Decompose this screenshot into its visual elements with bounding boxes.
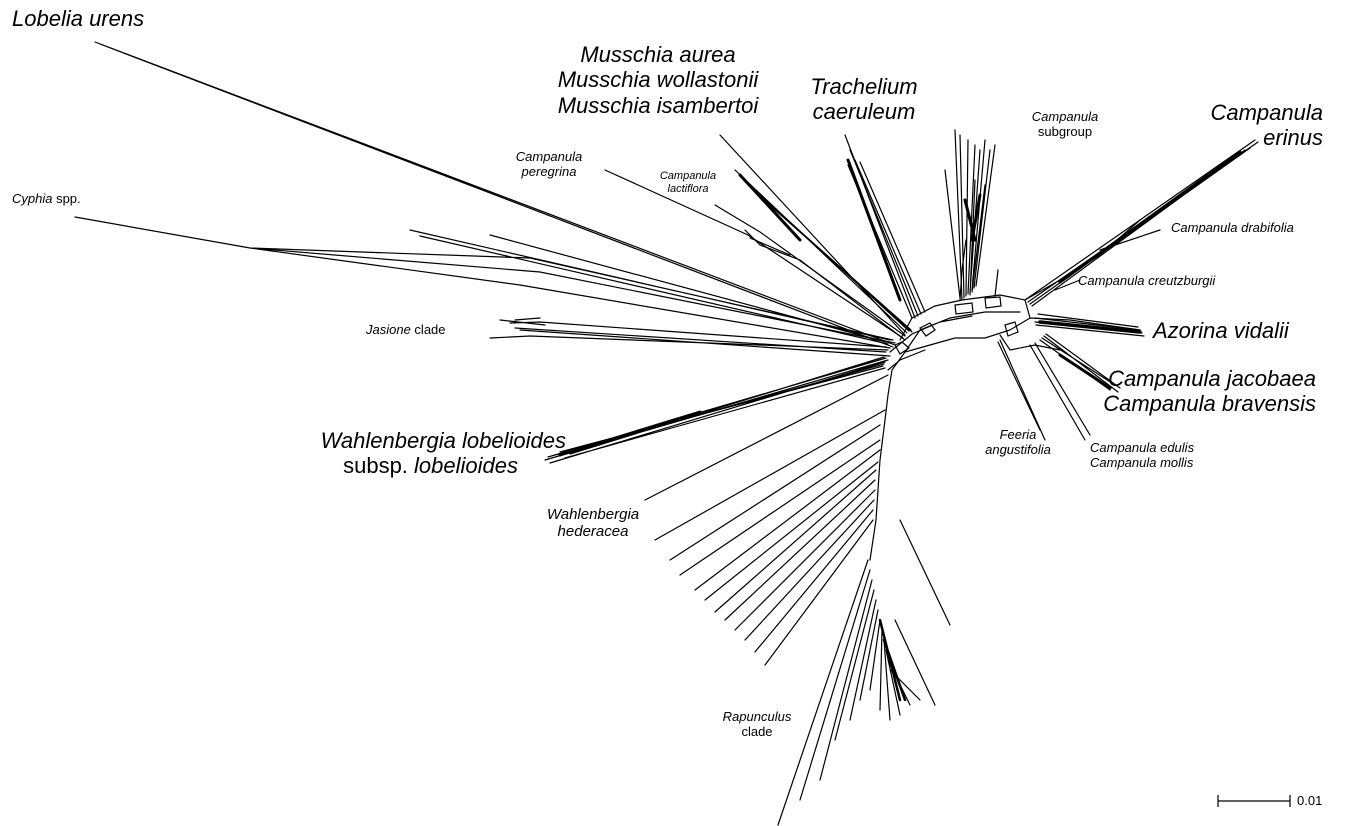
label-wahlenbergia-lobelioides: Wahlenbergia lobelioides subsp. lobelioi… [280, 428, 566, 479]
branch-rapunculus [777, 519, 951, 826]
label-trachelium-genus: Trachelium [810, 74, 918, 99]
branch-campanula-edulis [1029, 342, 1091, 441]
lower-fan [654, 409, 886, 666]
branch-lobelia [94, 41, 896, 348]
label-trachelium-species: caeruleum [812, 99, 916, 125]
label-campanula-peregrina: Campanula peregrina [497, 149, 601, 180]
label-musschia-aurea: Musschia aurea [580, 42, 736, 67]
label-campanula-subgroup: Campanula subgroup [1015, 109, 1115, 140]
label-campanula-creutzburgii: Campanula creutzburgii [1078, 273, 1216, 288]
label-azorina-vidalii: Azorina vidalii [1153, 318, 1289, 343]
branch-wahlenbergia-hederacea [644, 374, 889, 501]
label-campanula-subgroup-word: subgroup [1037, 123, 1093, 139]
label-wahlenbergia-hederacea-species: hederacea [557, 523, 629, 541]
label-subsp: subsp. [343, 453, 415, 479]
branch-campanula-lactiflora [714, 204, 906, 337]
label-campanula-peregrina-genus: Campanula [515, 149, 583, 164]
label-subsp-name: lobelioides [414, 453, 518, 479]
label-campanula-bravensis: Campanula bravensis [1103, 391, 1316, 417]
branch-feeria [997, 339, 1046, 441]
label-campanula-jacobaea: Campanula jacobaea [1108, 366, 1316, 391]
branch-cyphia [74, 216, 896, 349]
label-feeria-species: angustifolia [985, 441, 1051, 457]
label-campanula-erinus: Campanula erinus [1195, 100, 1323, 151]
branch-wahlenbergia-lobelioides [544, 356, 889, 464]
label-cyphia: Cyphia spp. [12, 191, 81, 207]
label-trachelium-caeruleum: Trachelium caeruleum [800, 74, 928, 125]
label-wahlenbergia-lobelioides-name: Wahlenbergia lobelioides [320, 428, 566, 453]
branch-jasione [489, 317, 891, 357]
label-cyphia-spp: spp. [52, 191, 81, 206]
scale-bar-label: 0.01 [1297, 793, 1323, 808]
label-jasione-word: clade [410, 322, 446, 337]
label-wahlenbergia-hederacea-genus: Wahlenbergia [546, 506, 640, 523]
label-campanula-erinus-genus: Campanula [1210, 100, 1323, 125]
label-rapunculus-genus: Rapunculus [722, 709, 792, 724]
label-campanula-peregrina-species: peregrina [521, 163, 577, 179]
label-campanula-mollis: Campanula mollis [1090, 454, 1194, 470]
branch-trachelium [844, 134, 926, 319]
label-campanula-erinus-species: erinus [1263, 125, 1323, 151]
label-rapunculus-word: clade [741, 723, 773, 739]
label-jasione-clade: Jasione clade [366, 322, 446, 338]
label-campanula-edulis: Campanula edulis [1090, 440, 1195, 455]
label-cyphia-genus: Cyphia [12, 191, 53, 206]
label-campanula-lactiflora-genus: Campanula [659, 170, 717, 182]
label-campanula-lactiflora-species: lactiflora [667, 182, 709, 195]
label-feeria-genus: Feeria [999, 427, 1037, 442]
branch-campanula-peregrina [604, 169, 904, 339]
label-campanula-lactiflora: Campanula lactiflora [650, 170, 726, 195]
label-musschia-wollastonii: Musschia wollastonii [557, 67, 759, 93]
label-musschia: Musschia aurea Musschia wollastonii Muss… [548, 42, 768, 118]
label-campanula-subgroup-genus: Campanula [1031, 109, 1099, 124]
branch-azorina [1034, 313, 1145, 337]
scale-bar-line [1217, 795, 1291, 807]
label-campanula-jacobaea-bravensis: Campanula jacobaea Campanula bravensis [1100, 366, 1316, 417]
label-jasione-genus: Jasione [366, 322, 411, 337]
branch-campanula-drabifolia [1099, 229, 1161, 251]
label-musschia-isambertoi: Musschia isambertoi [557, 92, 759, 118]
label-lobelia-urens: Lobelia urens [12, 6, 145, 31]
label-feeria-angustifolia: Feeria angustifolia [968, 427, 1068, 458]
branch-musschia [719, 134, 913, 341]
label-wahlenbergia-hederacea: Wahlenbergia hederacea [538, 506, 648, 541]
label-campanula-edulis-mollis: Campanula edulis Campanula mollis [1090, 440, 1195, 471]
label-campanula-drabifolia: Campanula drabifolia [1171, 220, 1294, 235]
branch-campanula-creutzburgii [1054, 279, 1081, 291]
label-rapunculus-clade: Rapunculus clade [707, 709, 807, 740]
